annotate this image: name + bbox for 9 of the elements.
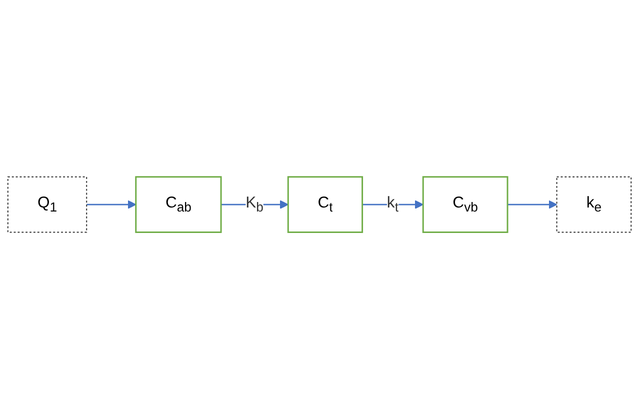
node-box: k$_{e}$ xyxy=(556,176,632,234)
node-box: Q$_{1}$ xyxy=(7,176,88,234)
edge-label: K$_{b}$ xyxy=(246,195,264,215)
node-box: C$_{vb}$ xyxy=(422,176,508,234)
arrow xyxy=(508,200,558,210)
node-box: C$_{t}$ xyxy=(287,176,364,234)
edge-label: k$_{t}$ xyxy=(386,195,398,215)
node-box: C$_{ab}$ xyxy=(135,176,222,234)
arrow xyxy=(86,200,136,210)
